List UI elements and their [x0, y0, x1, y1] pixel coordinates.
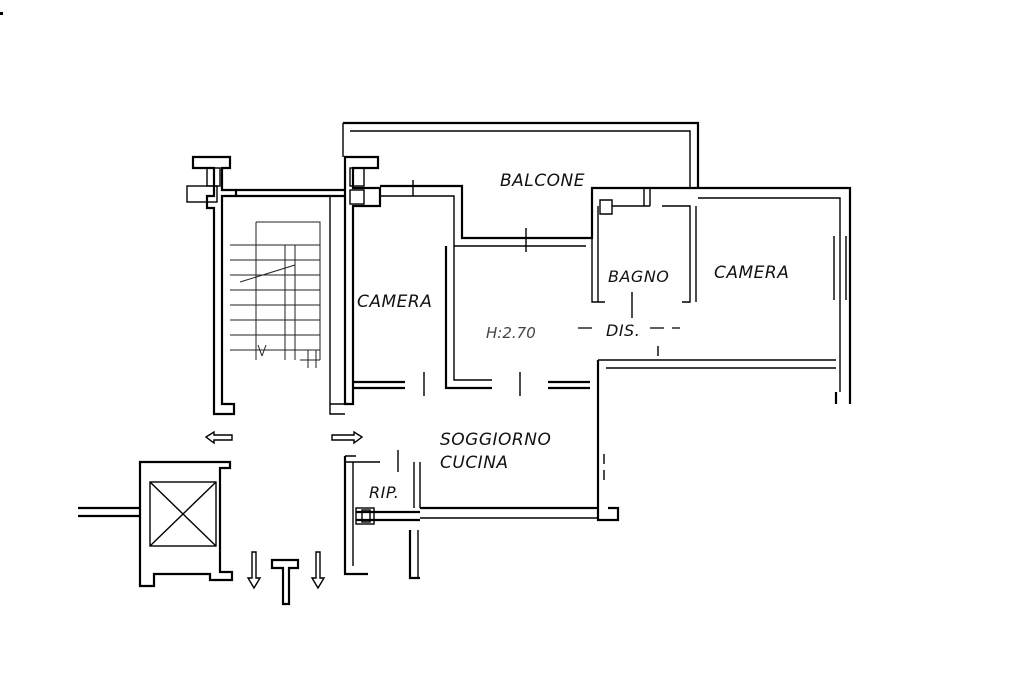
corner-mark: [0, 12, 3, 15]
room-label-cucina: CUCINA: [440, 453, 509, 473]
room-label-rip: RIP.: [369, 483, 399, 502]
staircase-icon: [230, 221, 321, 368]
staircase-block: [186, 155, 382, 416]
ceiling-height-note: H:2.70: [486, 324, 536, 342]
room-label-camera-right: CAMERA: [714, 263, 789, 283]
elevator-shaft: [78, 460, 234, 588]
room-label-dis: DIS.: [606, 321, 640, 340]
elevator-shaft-icon: [149, 481, 217, 547]
room-label-balcone: BALCONE: [500, 171, 585, 191]
column: [270, 558, 300, 606]
room-label-soggiorno: SOGGIORNO: [440, 430, 551, 450]
room-label-bagno: BAGNO: [608, 267, 669, 286]
direction-arrow-icon: [204, 430, 364, 590]
room-label-camera-left: CAMERA: [357, 292, 432, 312]
apartment-walls: [342, 121, 852, 580]
